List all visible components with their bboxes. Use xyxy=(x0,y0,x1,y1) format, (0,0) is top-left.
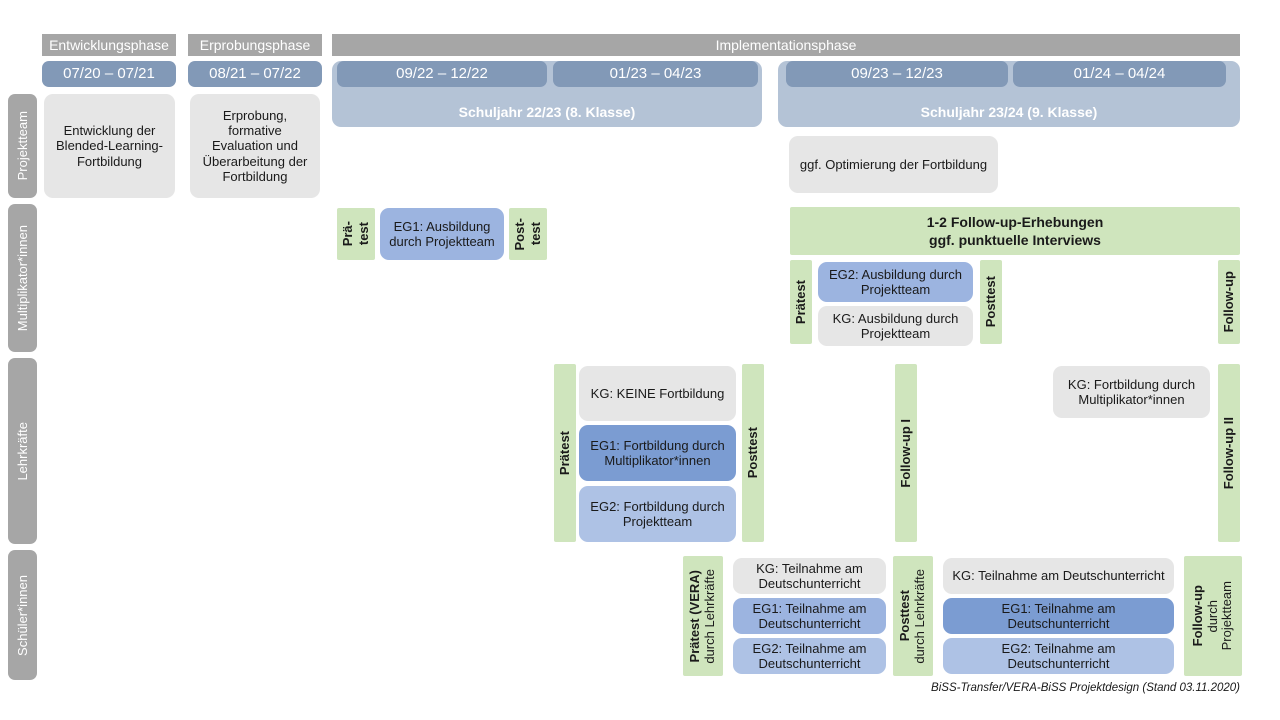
footer-caption: BiSS-Transfer/VERA-BiSS Projektdesign (S… xyxy=(931,682,1240,694)
period-01-24-04-24: 01/24 – 04/24 xyxy=(1013,61,1226,87)
followup-strip-multiplikatoren: Follow-up xyxy=(1218,260,1240,344)
card-optimierung-fortbildung: ggf. Optimierung der Fortbildung xyxy=(789,136,998,193)
card-kg-teilnahme-deutschunterricht-2: KG: Teilnahme am Deutschunterricht xyxy=(943,558,1174,594)
phase-header-implementationsphase: Implementationsphase xyxy=(332,34,1240,56)
role-label-multiplikatorinnen: Multiplikator*innen xyxy=(8,204,37,352)
period-label: 01/24 – 04/24 xyxy=(1073,65,1166,83)
role-label-lehrkraefte: Lehrkräfte xyxy=(8,358,37,544)
phase-header-entwicklungsphase: Entwicklungsphase xyxy=(42,34,176,56)
period-label: 07/20 – 07/21 xyxy=(63,65,155,83)
praetest-strip-multiplikatoren-2: Prätest xyxy=(790,260,812,344)
card-eg2-teilnahme-deutschunterricht-1: EG2: Teilnahme am Deutschunterricht xyxy=(733,638,886,674)
period-07-20-07-21: 07/20 – 07/21 xyxy=(42,61,176,87)
phase-header-label: Entwicklungsphase xyxy=(49,36,169,53)
period-09-23-12-23: 09/23 – 12/23 xyxy=(786,61,1008,87)
phase-header-erprobungsphase: Erprobungsphase xyxy=(188,34,322,56)
card-eg2-ausbildung-projektteam: EG2: Ausbildung durch Projektteam xyxy=(818,262,973,302)
posttest-strip-lehrkraefte: Posttest xyxy=(742,364,764,542)
role-label-projektteam: Projektteam xyxy=(8,94,37,198)
banner-line-1: 1-2 Follow-up-Erhebungen xyxy=(926,213,1104,230)
period-label: 09/22 – 12/22 xyxy=(396,65,488,83)
followup-1-strip-lehrkraefte: Follow-up I xyxy=(895,364,917,542)
card-eg2-fortbildung-projektteam: EG2: Fortbildung durch Projektteam xyxy=(579,486,736,542)
posttest-strip-multiplikatoren-1: Post- test xyxy=(509,208,547,260)
school-year-label: Schuljahr 22/23 (8. Klasse) xyxy=(458,104,636,120)
card-kg-fortbildung-multiplikatoren: KG: Fortbildung durch Multiplikator*inne… xyxy=(1053,366,1210,418)
period-label: 01/23 – 04/23 xyxy=(609,65,702,83)
praetest-vera-strip-schueler: Prätest (VERA) durch Lehrkräfte xyxy=(683,556,723,676)
followup-2-strip-lehrkraefte: Follow-up II xyxy=(1218,364,1240,542)
school-year-label: Schuljahr 23/24 (9. Klasse) xyxy=(920,104,1098,120)
card-eg2-teilnahme-deutschunterricht-2: EG2: Teilnahme am Deutschunterricht xyxy=(943,638,1174,674)
praetest-strip-lehrkraefte: Prätest xyxy=(554,364,576,542)
period-label: 08/21 – 07/22 xyxy=(209,65,301,83)
card-eg1-fortbildung-multiplikatoren: EG1: Fortbildung durch Multiplikator*inn… xyxy=(579,425,736,481)
period-label: 09/23 – 12/23 xyxy=(851,65,943,83)
card-eg1-teilnahme-deutschunterricht-2: EG1: Teilnahme am Deutschunterricht xyxy=(943,598,1174,634)
card-kg-keine-fortbildung: KG: KEINE Fortbildung xyxy=(579,366,736,421)
phase-header-label: Erprobungsphase xyxy=(199,36,311,53)
followup-strip-schueler: Follow-up durch Projektteam xyxy=(1184,556,1242,676)
banner-line-2: ggf. punktuelle Interviews xyxy=(929,232,1101,248)
card-entwicklung-blended-learning: Entwicklung der Blended-Learning-Fortbil… xyxy=(44,94,175,198)
banner-followup-erhebungen: 1-2 Follow-up-Erhebungen ggf. punktuelle… xyxy=(790,207,1240,255)
period-09-22-12-22: 09/22 – 12/22 xyxy=(337,61,547,87)
card-erprobung-evaluation: Erprobung, formative Evaluation und Über… xyxy=(190,94,320,198)
period-08-21-07-22: 08/21 – 07/22 xyxy=(188,61,322,87)
period-01-23-04-23: 01/23 – 04/23 xyxy=(553,61,758,87)
card-kg-ausbildung-projektteam: KG: Ausbildung durch Projektteam xyxy=(818,306,973,346)
card-eg1-ausbildung-projektteam: EG1: Ausbildung durch Projektteam xyxy=(380,208,504,260)
praetest-strip-multiplikatoren-1: Prä- test xyxy=(337,208,375,260)
card-eg1-teilnahme-deutschunterricht-1: EG1: Teilnahme am Deutschunterricht xyxy=(733,598,886,634)
phase-header-label: Implementationsphase xyxy=(715,36,857,53)
card-kg-teilnahme-deutschunterricht-1: KG: Teilnahme am Deutschunterricht xyxy=(733,558,886,594)
posttest-strip-multiplikatoren-2: Posttest xyxy=(980,260,1002,344)
role-label-schuelerinnen: Schüler*innen xyxy=(8,550,37,680)
posttest-strip-schueler: Posttest durch Lehrkräfte xyxy=(893,556,933,676)
